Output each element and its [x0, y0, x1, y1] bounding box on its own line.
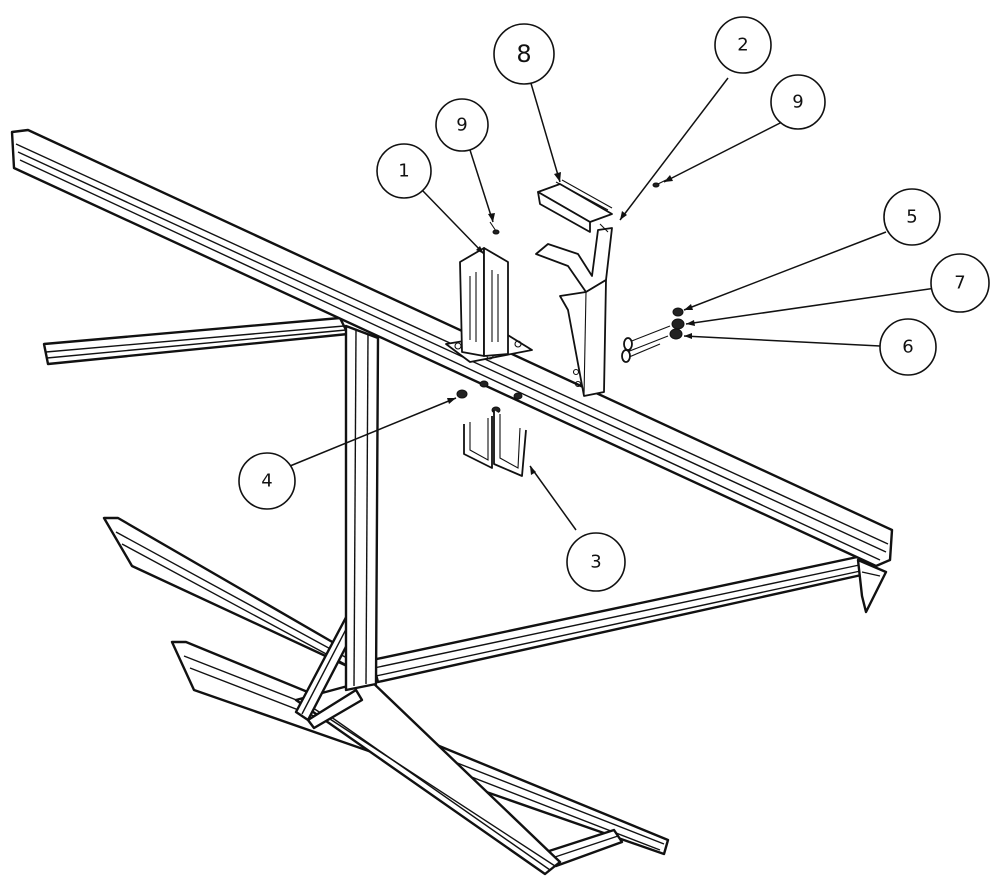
leader-lines — [289, 77, 937, 531]
balloon-5-label: 5 — [906, 207, 917, 228]
balloon-9-right-label: 9 — [792, 92, 803, 113]
balloon-9-right: 9 — [770, 74, 826, 130]
balloon-1: 1 — [376, 143, 432, 199]
part-9-pin-right — [652, 179, 667, 188]
balloon-4: 4 — [238, 452, 296, 510]
left-cross-arm — [42, 316, 350, 366]
balloon-6-label: 6 — [902, 337, 913, 358]
balloon-8-label: 8 — [516, 40, 531, 68]
part-8-channel — [537, 179, 613, 233]
balloon-2-label: 2 — [737, 35, 748, 56]
part-1-mounting-bracket — [445, 247, 533, 363]
balloon-3-label: 3 — [590, 552, 601, 573]
balloon-9-left: 9 — [435, 98, 489, 152]
right-end-bracket — [856, 558, 888, 614]
balloon-7-label: 7 — [954, 273, 965, 294]
balloon-2: 2 — [714, 16, 772, 74]
balloon-4-label: 4 — [261, 471, 272, 492]
balloon-5: 5 — [883, 188, 941, 246]
lower-left-runner — [102, 516, 362, 674]
balloon-9-left-label: 9 — [456, 115, 467, 136]
balloon-1-label: 1 — [398, 161, 409, 182]
balloon-6: 6 — [879, 318, 937, 376]
part-9-pin-left — [489, 221, 500, 235]
balloon-8: 8 — [493, 23, 555, 85]
part-3-u-bolts — [463, 410, 527, 477]
balloon-3: 3 — [566, 532, 626, 592]
bolt-set — [621, 307, 685, 363]
balloon-7: 7 — [930, 253, 990, 313]
vertical-post — [344, 324, 380, 692]
part-2-bent-post — [535, 223, 613, 397]
